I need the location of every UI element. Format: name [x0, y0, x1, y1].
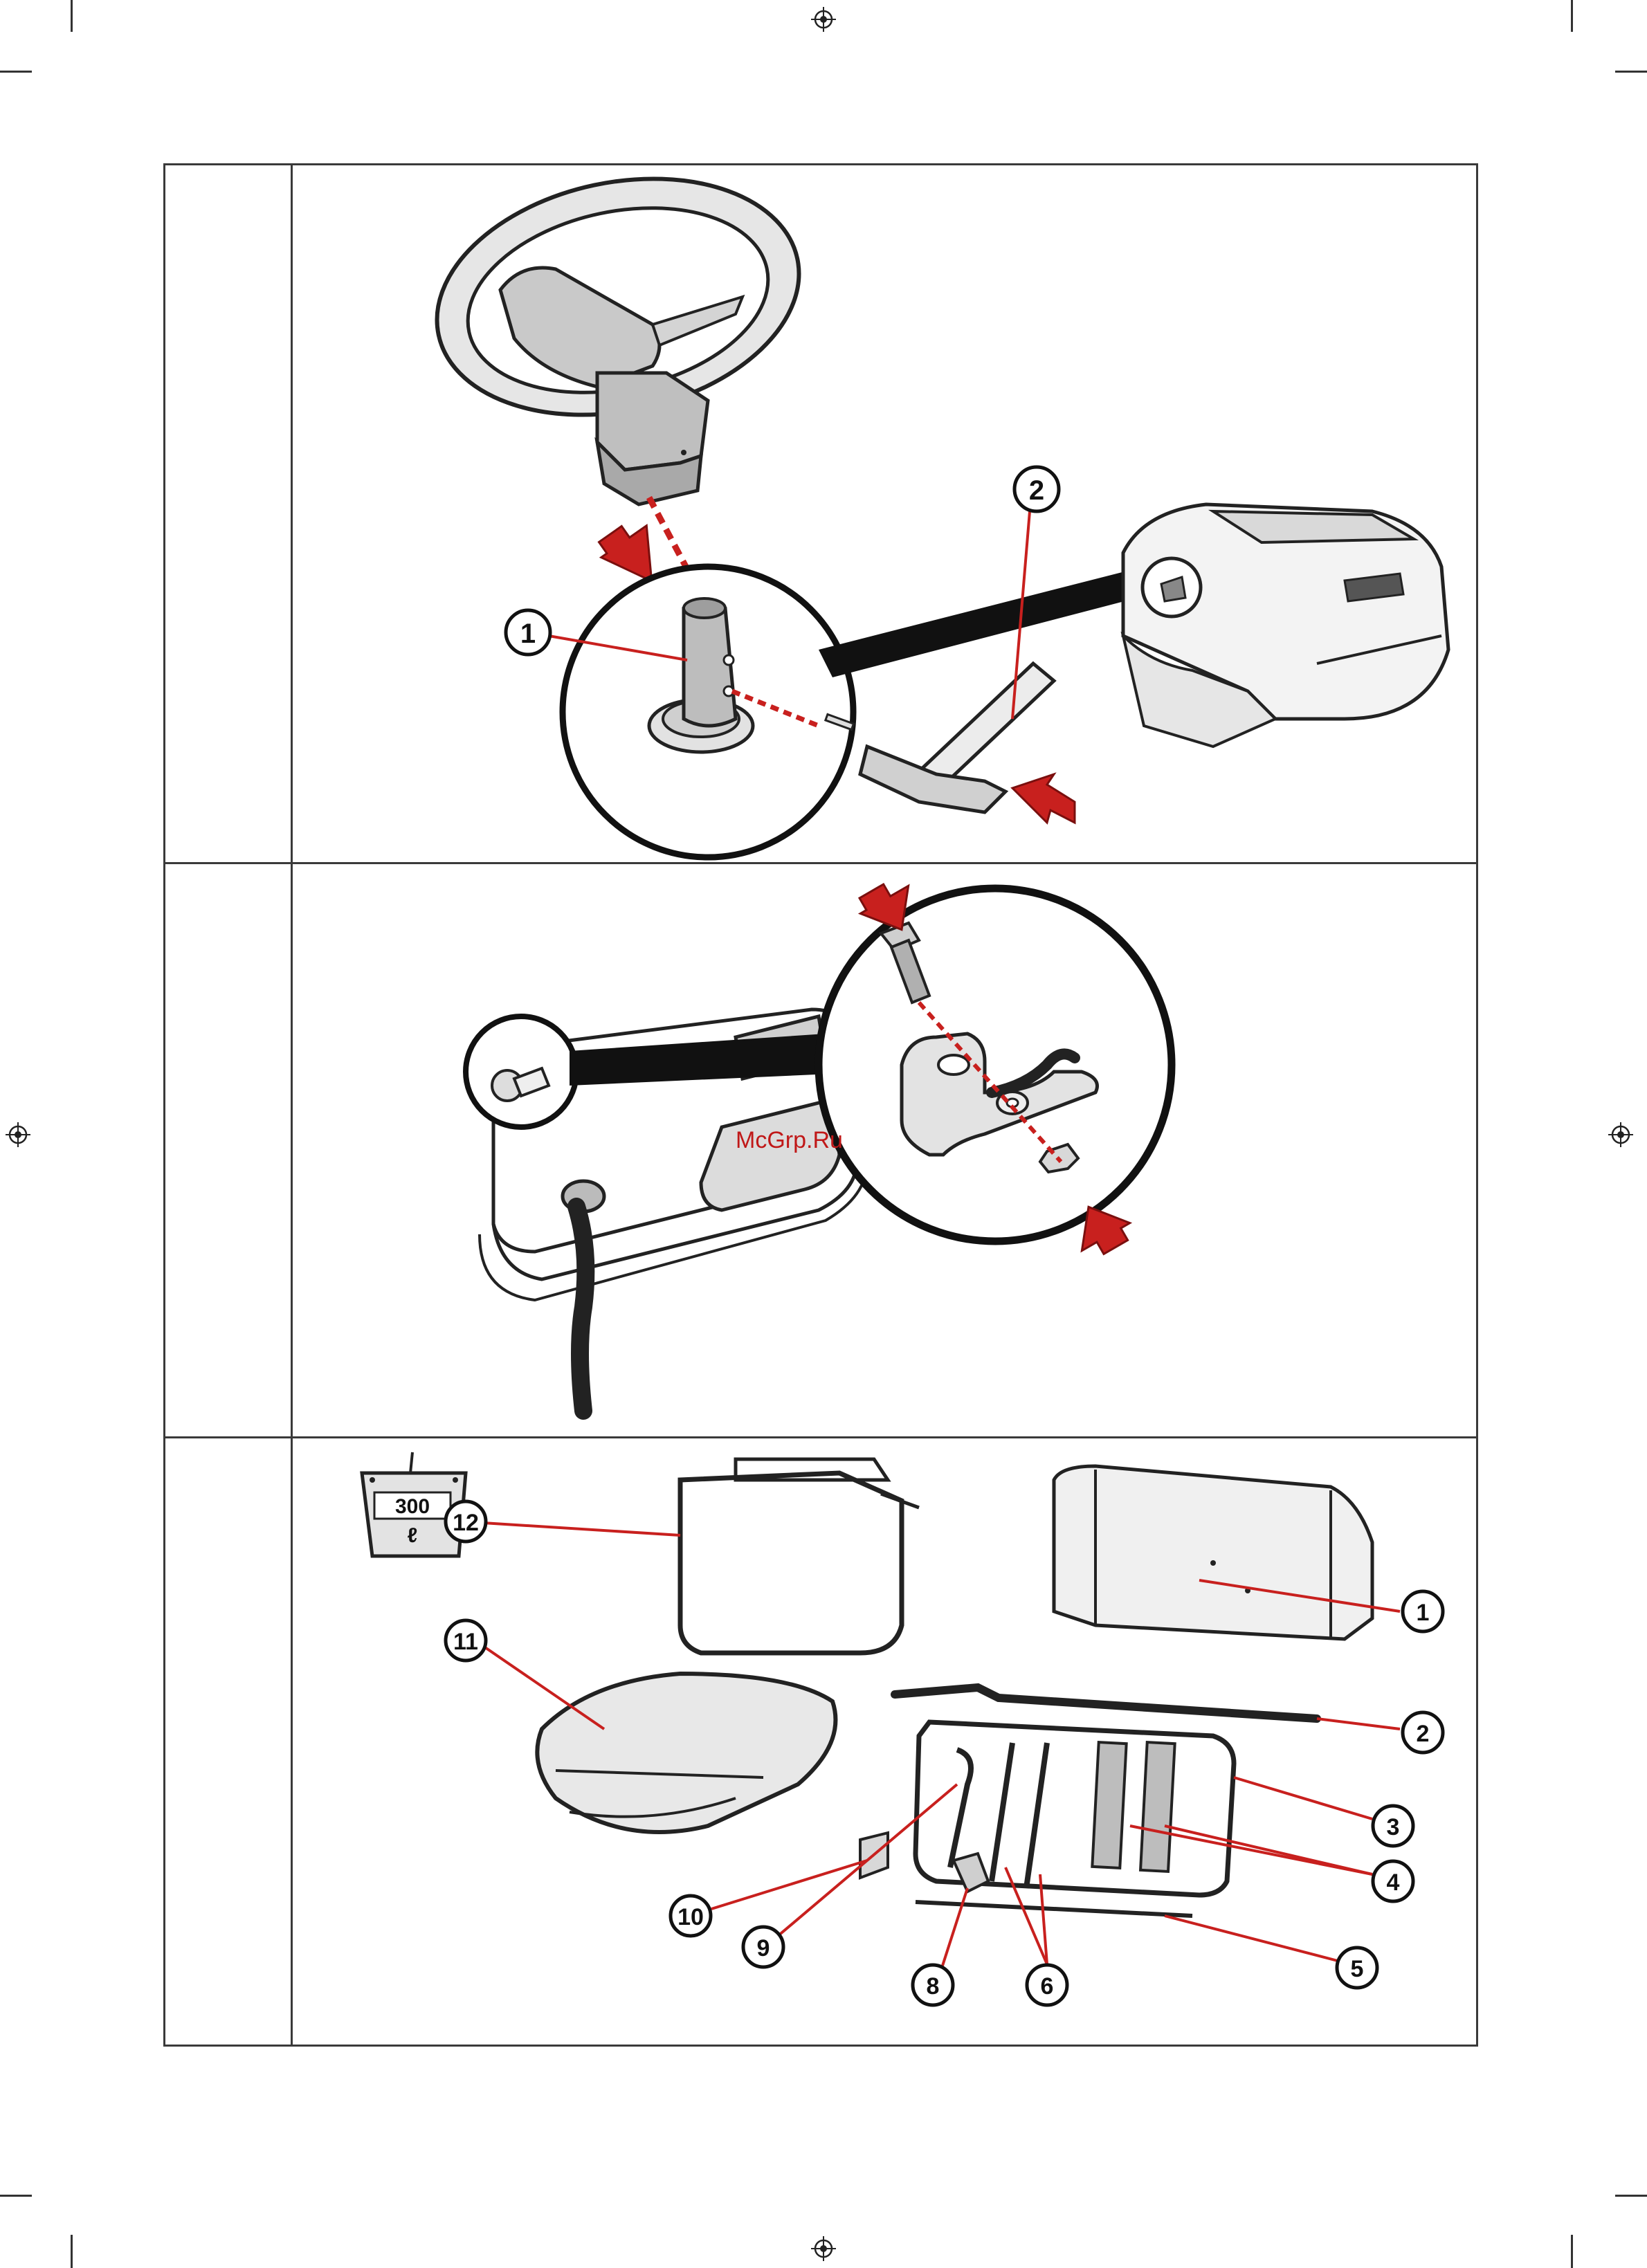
- svg-text:8: 8: [927, 1973, 940, 2000]
- callout-2: 2: [1029, 475, 1044, 506]
- registration-mark-icon: [1607, 1121, 1635, 1149]
- callout-5: 5: [1337, 1948, 1377, 1988]
- svg-text:4: 4: [1387, 1869, 1400, 1896]
- crop-mark-bl-v: [71, 2235, 73, 2268]
- callout-6: 6: [1027, 1965, 1067, 2005]
- registration-mark-icon: [810, 6, 837, 33]
- part-hook-icon: [950, 1750, 971, 1867]
- crop-mark-tl-v: [71, 0, 73, 32]
- callout-1: 1: [1403, 1591, 1443, 1631]
- figure-steering-wheel: 1 2: [293, 165, 1478, 862]
- crop-mark-br-v: [1571, 2235, 1573, 2268]
- parts-illustration: 300 ℓ: [293, 1438, 1478, 2045]
- part-rod-icon: [992, 1743, 1012, 1881]
- part-cover-plate-icon: [1054, 1466, 1372, 1639]
- step-row-parts: 300 ℓ: [165, 1438, 1476, 2045]
- part-pad-icon: [1140, 1742, 1175, 1872]
- steering-wheel-illustration: 1 2: [293, 165, 1478, 862]
- tractor-hood-icon: [1123, 504, 1448, 747]
- part-rod-icon: [1026, 1743, 1047, 1888]
- registration-mark-icon: [4, 1121, 32, 1149]
- callout-10: 10: [671, 1896, 711, 1936]
- step-label-cell: [165, 165, 293, 862]
- step-label-cell: [165, 864, 293, 1436]
- step-row-steering-wheel: 1 2: [165, 165, 1476, 864]
- capacity-unit: ℓ: [408, 1524, 418, 1547]
- crop-mark-tl-h: [0, 71, 32, 73]
- part-pad-icon: [1092, 1742, 1126, 1868]
- svg-text:6: 6: [1041, 1973, 1054, 2000]
- callout-1: 1: [520, 619, 536, 649]
- step-row-tank-bracket: McGrp.Ru: [165, 864, 1476, 1438]
- figure-parts: 300 ℓ: [293, 1438, 1478, 2045]
- tank-bracket-illustration: McGrp.Ru: [293, 864, 1478, 1436]
- callout-12: 12: [446, 1501, 486, 1542]
- detail-magnifier: [819, 888, 1172, 1241]
- svg-text:9: 9: [757, 1935, 770, 1961]
- crop-mark-br-h: [1615, 2195, 1647, 2197]
- instruction-table: 1 2: [163, 163, 1478, 2047]
- callout-9: 9: [743, 1927, 783, 1967]
- part-bar-icon: [895, 1688, 1317, 1719]
- svg-text:10: 10: [677, 1904, 704, 1930]
- svg-text:2: 2: [1417, 1721, 1430, 1747]
- svg-text:5: 5: [1351, 1956, 1364, 1982]
- registration-mark-icon: [810, 2235, 837, 2262]
- callout-3: 3: [1373, 1806, 1413, 1846]
- capacity-value: 300: [395, 1495, 430, 1518]
- watermark: McGrp.Ru: [736, 1127, 843, 1153]
- callout-4: 4: [1373, 1861, 1413, 1901]
- svg-text:12: 12: [453, 1510, 479, 1536]
- part-long-rod-icon: [916, 1902, 1192, 1916]
- callout-2: 2: [1403, 1712, 1443, 1753]
- crop-mark-bl-h: [0, 2195, 32, 2197]
- svg-text:11: 11: [453, 1629, 478, 1655]
- callout-8: 8: [913, 1965, 953, 2005]
- crop-mark-tr-v: [1571, 0, 1573, 32]
- steering-wheel-icon: [415, 165, 821, 504]
- figure-tank-bracket: McGrp.Ru: [293, 864, 1478, 1436]
- crop-mark-tr-h: [1615, 71, 1647, 73]
- callout-11: 11: [446, 1620, 486, 1661]
- part-frame-icon: [680, 1459, 919, 1653]
- part-cushion-icon: [537, 1674, 835, 1832]
- step-label-cell: [165, 1438, 293, 2045]
- svg-text:1: 1: [1417, 1600, 1430, 1626]
- svg-text:3: 3: [1387, 1814, 1400, 1840]
